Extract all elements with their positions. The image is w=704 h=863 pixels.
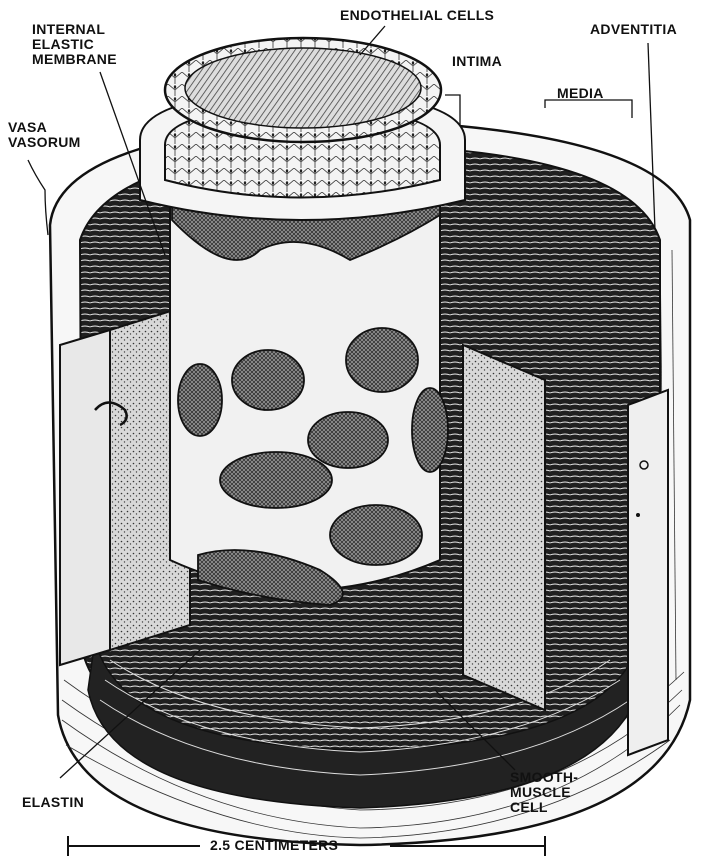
label-media: MEDIA <box>557 86 604 101</box>
label-vasa-vasorum: VASA VASORUM <box>8 120 81 150</box>
label-scale: 2.5 CENTIMETERS <box>210 838 338 853</box>
label-endothelial-cells: ENDOTHELIAL CELLS <box>340 8 494 23</box>
label-internal-elastic-membrane: INTERNAL ELASTIC MEMBRANE <box>32 22 117 67</box>
label-intima: INTIMA <box>452 54 502 69</box>
label-elastin: ELASTIN <box>22 795 84 810</box>
label-adventitia: ADVENTITIA <box>590 22 677 37</box>
intima-cylinder <box>140 38 465 605</box>
label-smooth-muscle-cell: SMOOTH- MUSCLE CELL <box>510 770 578 815</box>
